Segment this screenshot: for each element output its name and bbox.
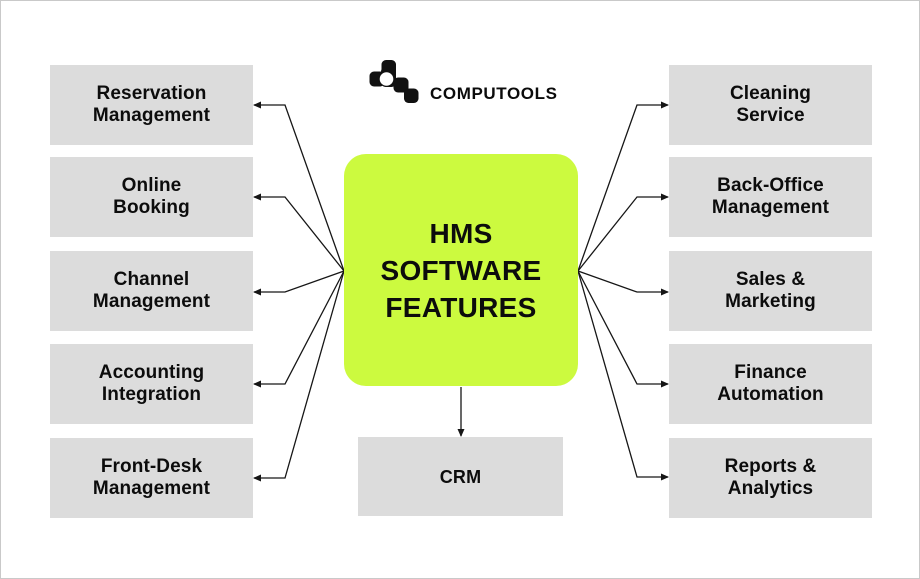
computools-logo-icon <box>369 60 419 103</box>
connector-left-3 <box>253 270 345 296</box>
feature-label: Reservation Management <box>92 83 211 126</box>
feature-node-sales-marketing: Sales & Marketing <box>669 251 872 331</box>
feature-label: Sales & Marketing <box>725 269 816 312</box>
feature-label: Front-Desk Management <box>92 456 211 499</box>
feature-node-cleaning-service: Cleaning Service <box>669 65 872 145</box>
feature-label: Online Booking <box>113 175 190 218</box>
feature-node-reports-analytics: Reports & Analytics <box>669 438 872 518</box>
feature-label: Finance Automation <box>717 362 824 405</box>
connector-right-1 <box>577 101 669 272</box>
feature-label: CRM <box>439 466 482 487</box>
connector-right-3 <box>577 270 669 296</box>
feature-node-finance-automation: Finance Automation <box>669 344 872 424</box>
connector-left-5 <box>253 270 345 482</box>
feature-label: Accounting Integration <box>98 362 205 405</box>
connector-left-2 <box>253 193 345 272</box>
feature-node-front-desk-management: Front-Desk Management <box>50 438 253 518</box>
connector-right-5 <box>577 270 669 481</box>
brand-name: COMPUTOOLS <box>430 84 558 103</box>
connector-left-4 <box>253 270 345 388</box>
connector-right-2 <box>577 193 669 272</box>
feature-node-back-office-management: Back-Office Management <box>669 157 872 237</box>
connector-left-1 <box>253 101 345 272</box>
feature-label: Cleaning Service <box>729 83 812 126</box>
feature-node-crm: CRM <box>358 437 563 516</box>
feature-label: Channel Management <box>92 269 211 312</box>
feature-label: Back-Office Management <box>711 175 830 218</box>
feature-node-online-booking: Online Booking <box>50 157 253 237</box>
feature-node-channel-management: Channel Management <box>50 251 253 331</box>
feature-node-accounting-integration: Accounting Integration <box>50 344 253 424</box>
connector-right-4 <box>577 270 669 388</box>
hub-hms-software-features: HMS SOFTWARE FEATURES <box>344 154 578 386</box>
hub-title: HMS SOFTWARE FEATURES <box>380 217 542 323</box>
feature-node-reservation-management: Reservation Management <box>50 65 253 145</box>
feature-label: Reports & Analytics <box>724 456 817 499</box>
